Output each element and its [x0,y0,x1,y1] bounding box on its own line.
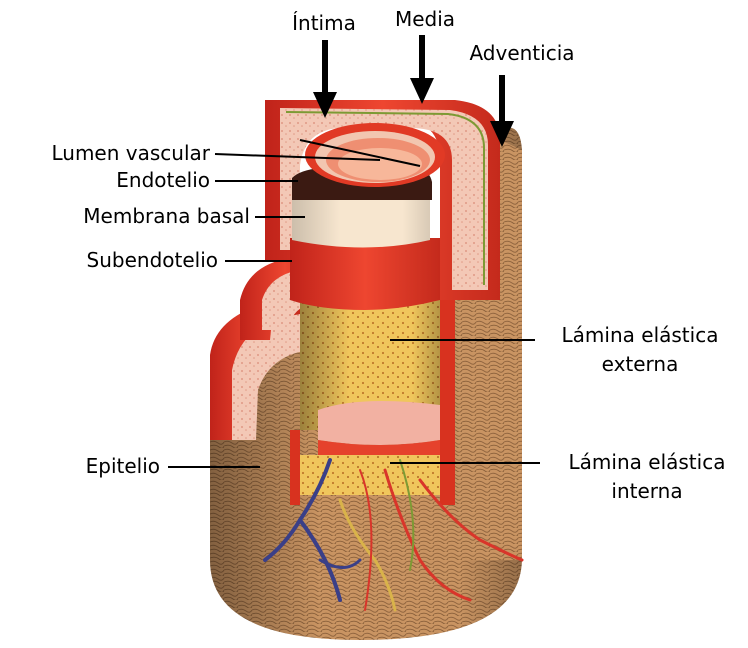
arrow-media [410,35,434,104]
label-membrana-basal: Membrana basal [83,204,250,228]
label-adventicia: Adventicia [469,41,574,65]
label-epitelio: Epitelio [86,454,160,478]
label-lamina-externa-line1: Lámina elástica [562,323,719,347]
label-lamina-interna-line1: Lámina elástica [569,450,726,474]
label-lamina-interna-line2: interna [611,479,682,503]
label-lamina-externa-line2: externa [602,352,679,376]
label-subendotelio: Subendotelio [87,248,218,272]
label-endotelio: Endotelio [116,168,210,192]
label-media: Media [395,7,455,31]
label-intima: Íntima [292,11,356,35]
label-lumen-vascular: Lumen vascular [51,141,210,165]
